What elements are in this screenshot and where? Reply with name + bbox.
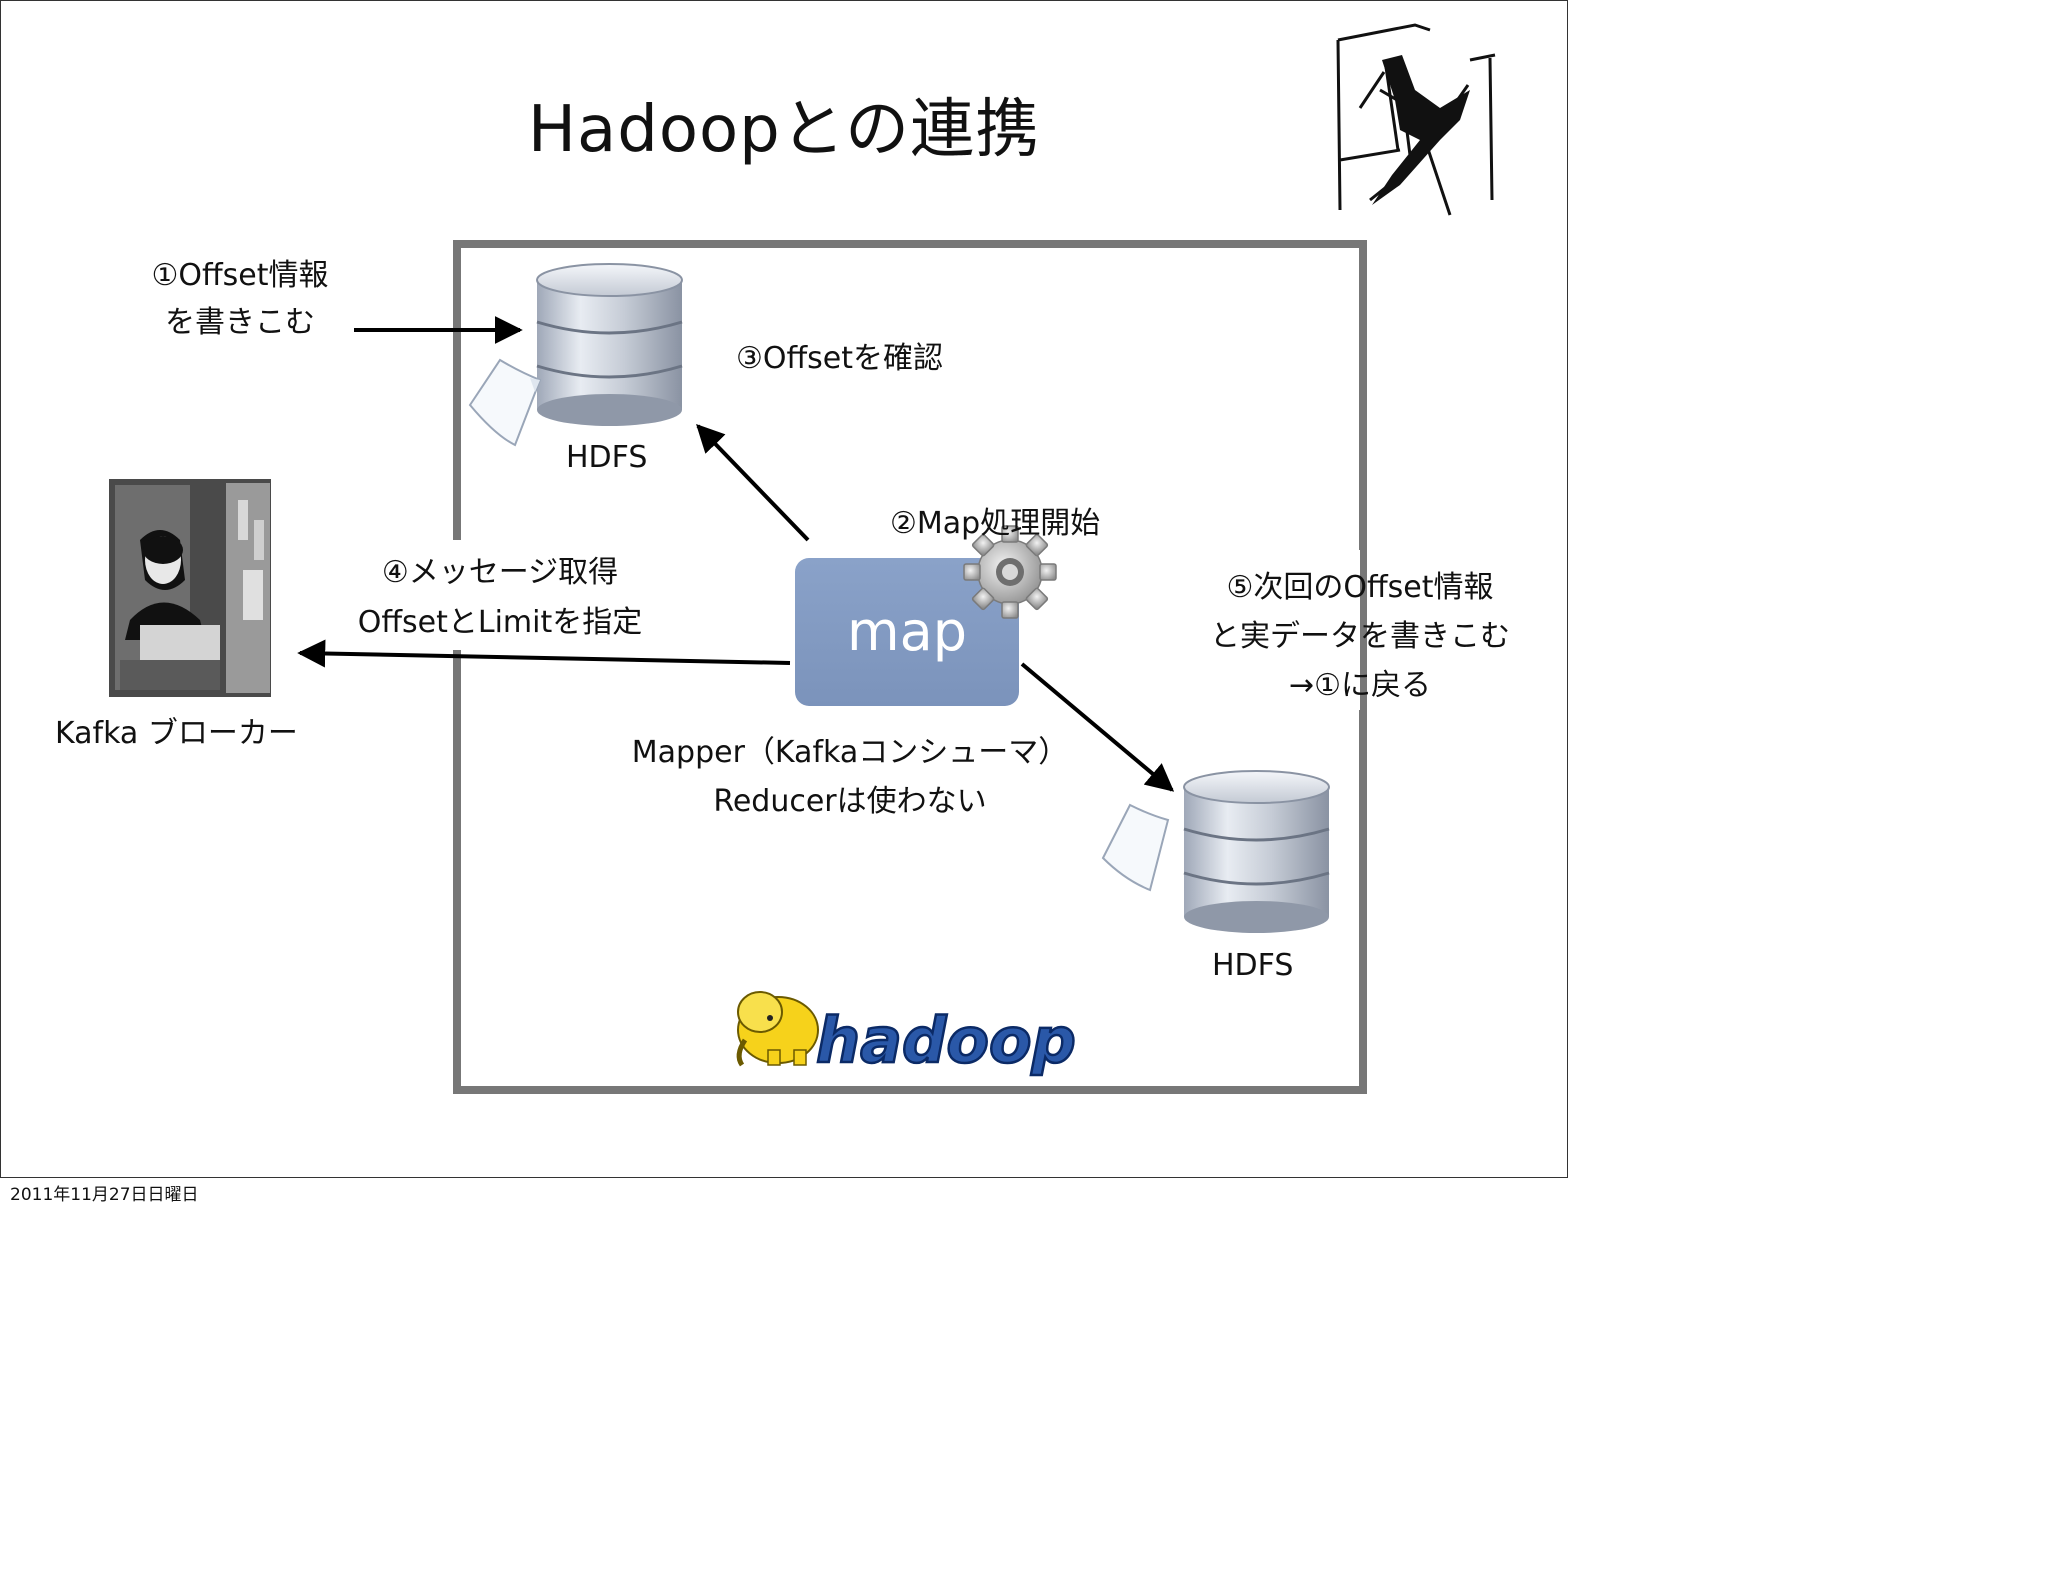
frame-gap-left: [450, 540, 462, 650]
get-message-label-1: ④メッセージ取得: [381, 555, 619, 590]
next-offset-label-2: と実データを書きこむ: [1210, 619, 1510, 654]
next-offset-label-3: →①に戻る: [1288, 668, 1432, 703]
hadoop-cluster-frame: [453, 240, 1367, 1094]
footer-date: 2011年11月27日日曜日: [10, 1185, 199, 1205]
arrow-check-offset: [696, 423, 810, 542]
check-offset-label: ③Offsetを確認: [736, 341, 944, 376]
slide-border: [0, 0, 1568, 1178]
diagram-canvas: [297, 263, 1330, 933]
frame-gap-right: [1346, 550, 1360, 710]
write-offset-label-1: ①Offset情報: [151, 258, 329, 293]
write-offset-label-2: を書きこむ: [165, 305, 315, 340]
database-icon: [1183, 770, 1330, 933]
mapper-label-2: Reducerは使わない: [713, 784, 987, 819]
document-icon: [468, 358, 542, 447]
map-label: map: [847, 600, 967, 663]
hdfs-top-label: HDFS: [566, 440, 648, 475]
database-icon: [536, 263, 683, 426]
page-title: Hadoopとの連携: [527, 93, 1041, 167]
document-icon: [1101, 803, 1170, 892]
hdfs-bottom-label: HDFS: [1212, 948, 1294, 983]
arrow-write-next: [1020, 662, 1175, 792]
get-message-label-2: OffsetとLimitを指定: [357, 605, 643, 640]
map-start-label: ②Map処理開始: [890, 506, 1101, 541]
next-offset-label-1: ⑤次回のOffset情報: [1226, 570, 1494, 605]
mapper-label-1: Mapper（Kafkaコンシューマ）: [631, 735, 1069, 770]
kafka-broker-label: Kafka ブローカー: [55, 716, 298, 751]
arrow-get-message: [297, 639, 791, 668]
